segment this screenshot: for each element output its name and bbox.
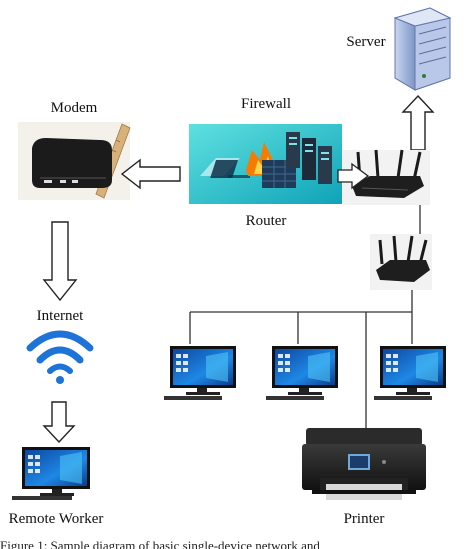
firewall-label: Firewall — [241, 96, 291, 112]
arrow-up-to-server-icon — [401, 94, 435, 151]
printer-icon — [302, 428, 426, 500]
router-label: Router — [246, 213, 287, 229]
modem-label: Modem — [51, 100, 98, 116]
wifi-icon — [26, 330, 94, 384]
remote-worker-monitor-icon — [12, 447, 90, 500]
arrow-right-to-router-icon — [337, 162, 370, 190]
router-switch-icon — [370, 234, 432, 290]
office-monitor-1-icon — [164, 346, 236, 400]
figure-caption: Figure 1: Sample diagram of basic single… — [0, 538, 320, 549]
arrow-down-to-internet-icon — [42, 221, 78, 302]
server-icon — [393, 7, 452, 91]
office-monitor-3-icon — [374, 346, 446, 400]
firewall-icon — [189, 124, 342, 204]
arrow-down-to-remote-worker-icon — [42, 401, 76, 444]
lan-cabling — [189, 290, 413, 428]
office-monitor-2-icon — [266, 346, 338, 400]
printer-label: Printer — [344, 511, 385, 527]
arrow-left-to-modem-icon — [120, 158, 181, 190]
server-label: Server — [346, 34, 385, 50]
remote-worker-label: Remote Worker — [9, 511, 104, 527]
internet-label: Internet — [37, 308, 84, 324]
modem-icon — [18, 122, 131, 200]
